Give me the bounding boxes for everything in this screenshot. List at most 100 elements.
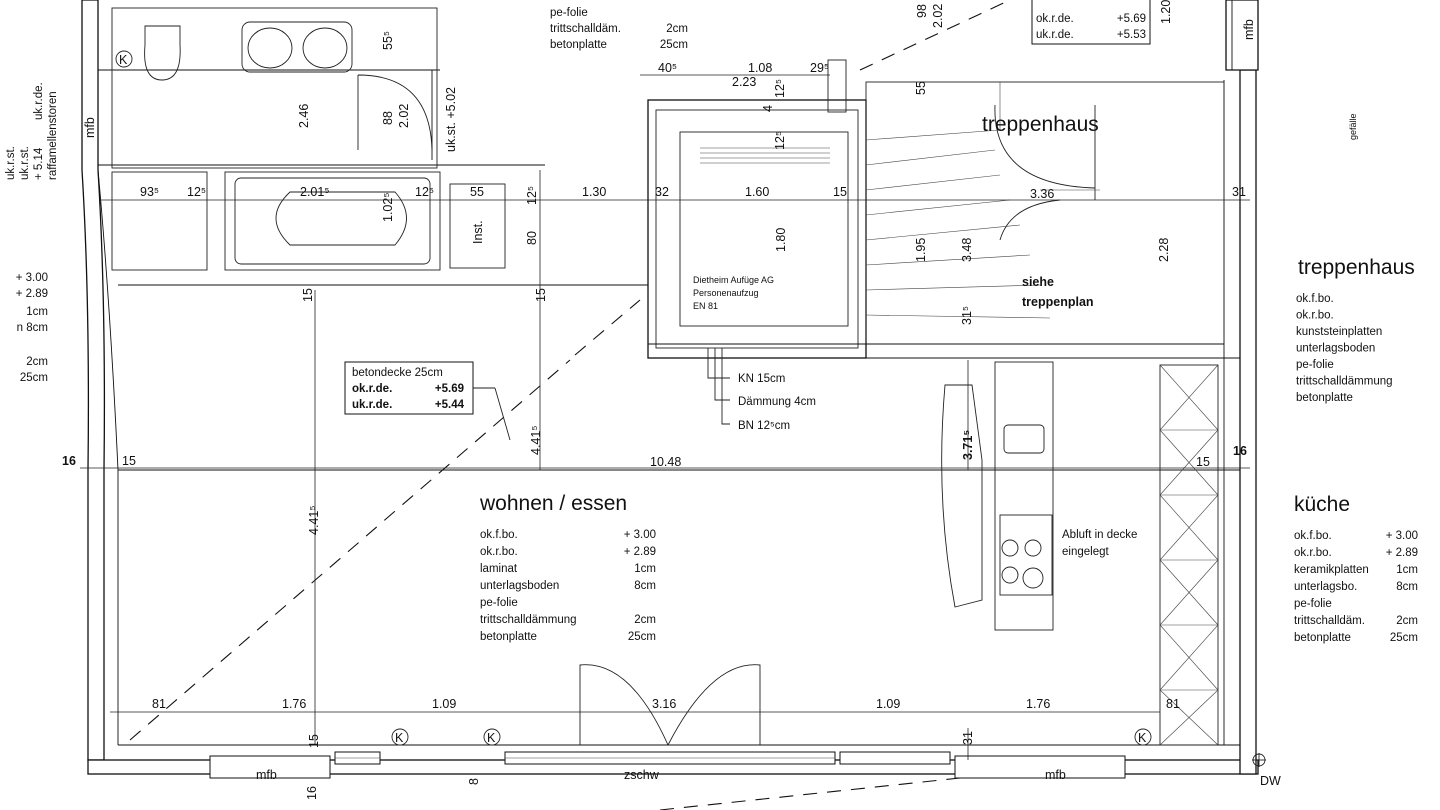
wohnen-spec-key: pe-folie (480, 597, 518, 609)
kueche-spec-value: + 3.00 (1386, 530, 1418, 542)
svg-text:1.30: 1.30 (582, 185, 606, 199)
kn-note: KN 15cm (738, 373, 785, 385)
svg-text:81: 81 (1166, 697, 1180, 711)
slab-value: +5.69 (1117, 13, 1146, 25)
svg-text:4.41⁵: 4.41⁵ (307, 505, 321, 535)
betondecke-key: uk.r.de. (352, 399, 392, 411)
kitchen (941, 361, 1219, 746)
left-edge-note: n 8cm (17, 322, 48, 334)
svg-text:2.02: 2.02 (397, 104, 411, 128)
svg-text:3.36: 3.36 (1030, 187, 1054, 201)
kueche-spec-key: ok.r.bo. (1294, 547, 1332, 559)
treppenhaus-right-spec: trittschalldämmung (1296, 376, 1393, 388)
siehe-label: siehe (1022, 275, 1054, 289)
inst-label: Inst. (471, 220, 485, 244)
svg-text:55: 55 (914, 81, 928, 95)
treppenhaus-right-spec: pe-folie (1296, 359, 1334, 371)
kueche-spec-key: ok.f.bo. (1294, 530, 1332, 542)
kueche-spec-value: + 2.89 (1386, 547, 1418, 559)
room-title-treppenhaus: treppenhaus (982, 113, 1099, 136)
svg-text:15: 15 (833, 185, 847, 199)
wohnen-spec-value: 8cm (634, 580, 656, 592)
treppenhaus-right-spec: ok.f.bo. (1296, 293, 1334, 305)
svg-text:K: K (1138, 731, 1147, 745)
wohnen-spec-key: ok.r.bo. (480, 546, 518, 558)
svg-text:16: 16 (305, 786, 319, 800)
slab-key: uk.r.de. (1036, 29, 1074, 41)
kueche-spec-key: unterlagsbo. (1294, 581, 1357, 593)
mfb-top-right: mfb (1242, 19, 1256, 40)
svg-text:80: 80 (525, 231, 539, 245)
kitchen-counter (994, 361, 1054, 631)
dw-label: DW (1260, 774, 1281, 788)
svg-text:K: K (395, 731, 404, 745)
ceiling-dashed-lines (129, 0, 1011, 810)
svg-text:K: K (487, 731, 496, 745)
svg-text:1.95: 1.95 (914, 238, 928, 262)
svg-text:12⁵: 12⁵ (773, 131, 787, 150)
wohnen-spec-key: betonplatte (480, 631, 537, 643)
treppenhaus-right-spec: betonplatte (1296, 392, 1353, 404)
lift-note-3: EN 81 (693, 301, 718, 311)
svg-text:93⁵: 93⁵ (140, 185, 159, 199)
room-treppenhaus: treppenhaus siehe treppenplan (982, 113, 1099, 309)
wohnen-spec-key: trittschalldämmung (480, 614, 577, 626)
kitchen-island (941, 384, 983, 608)
svg-text:15: 15 (122, 454, 136, 468)
lift-note-1: Dietheim Aufüge AG (693, 275, 774, 285)
left-edge-note: 25cm (20, 372, 48, 384)
top-center-note: betonplatte (550, 39, 607, 51)
svg-text:55: 55 (470, 185, 484, 199)
treppenhaus-right-spec: kunststeinplatten (1296, 326, 1382, 338)
svg-text:98: 98 (915, 4, 929, 18)
left-edge-note: + 3.00 (16, 272, 48, 284)
kitchen-cabinet (1159, 364, 1219, 746)
dimension-texts: 81 1.76 1.09 3.16 1.09 1.76 81 16 15 10.… (62, 0, 1247, 800)
svg-text:40⁵: 40⁵ (658, 61, 677, 75)
room-title-treppenhaus-right: treppenhaus (1298, 256, 1415, 279)
svg-text:1.09: 1.09 (432, 697, 456, 711)
bn-note: BN 12⁵cm (738, 420, 790, 432)
abluft-note-1: Abluft in decke (1062, 529, 1137, 541)
svg-text:1.20: 1.20 (1159, 0, 1173, 24)
top-center-note: pe-folie (550, 7, 588, 19)
svg-text:31: 31 (961, 731, 975, 745)
svg-text:12⁵: 12⁵ (415, 185, 434, 199)
mfb-bottom-left: mfb (256, 768, 277, 782)
wohnen-spec-value: 1cm (634, 563, 656, 575)
room-title-wohnen: wohnen / essen (479, 492, 627, 515)
svg-text:4.41⁵: 4.41⁵ (529, 425, 543, 455)
svg-text:1.09: 1.09 (876, 697, 900, 711)
k-markers: K K K K (115, 50, 1152, 746)
zschw-label: zschw (624, 768, 660, 782)
betondecke-value: +5.44 (435, 399, 465, 411)
svg-text:8: 8 (467, 778, 481, 785)
kueche-spec-value: 2cm (1396, 615, 1418, 627)
gefaelle-label: gefälle (1348, 113, 1358, 140)
terrace-door (579, 664, 761, 746)
svg-text:1.76: 1.76 (282, 697, 306, 711)
right-outer-wall (1239, 69, 1257, 775)
svg-text:uk.r.de.: uk.r.de. (33, 82, 45, 120)
svg-text:2.23: 2.23 (732, 75, 756, 89)
left-outer-wall (81, 0, 106, 761)
svg-text:1.80: 1.80 (774, 228, 788, 252)
betondecke-title: betondecke 25cm (352, 367, 443, 379)
kueche-spec-value: 1cm (1396, 564, 1418, 576)
svg-text:15: 15 (1196, 455, 1210, 469)
svg-text:3.71⁵: 3.71⁵ (961, 430, 975, 460)
svg-text:12⁵: 12⁵ (187, 185, 206, 199)
svg-text:88: 88 (381, 111, 395, 125)
svg-text:3.48: 3.48 (960, 238, 974, 262)
shower-tray (111, 171, 208, 271)
kueche-spec-value: 25cm (1390, 632, 1418, 644)
svg-text:15: 15 (301, 288, 315, 302)
svg-text:uk.st. +5.02: uk.st. +5.02 (444, 87, 458, 152)
mfb-left-wall: mfb (83, 117, 97, 138)
wohnen-spec-value: + 3.00 (624, 529, 656, 541)
svg-text:12⁵: 12⁵ (525, 186, 539, 205)
svg-text:2.02: 2.02 (931, 4, 945, 28)
